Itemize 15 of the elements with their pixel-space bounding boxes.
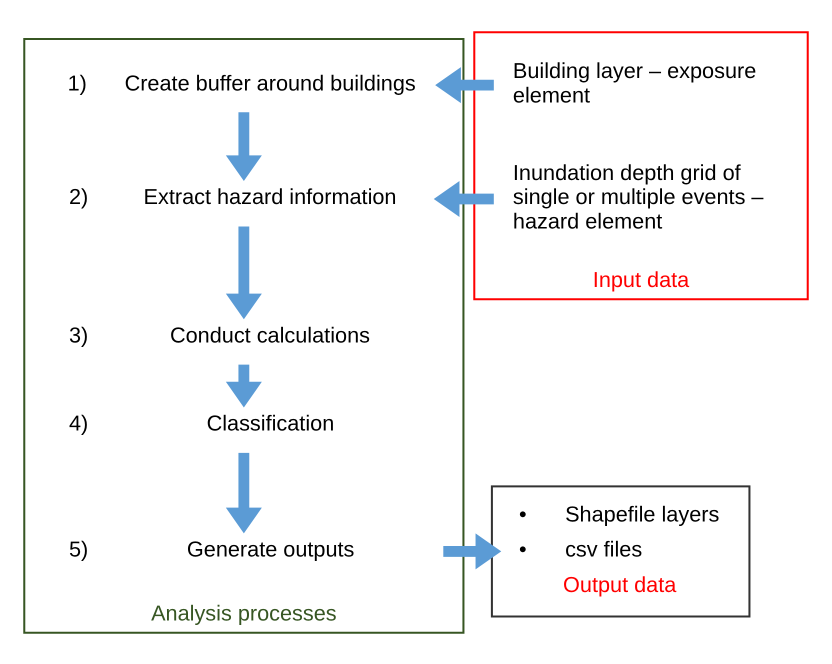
arrow [434,180,494,216]
node-box: • Shapefile layers • csv files Output data [490,484,750,617]
node-text: 4) Classification [69,410,334,435]
node-text: 1) Create buffer around buildings [68,70,416,95]
arrow [443,532,502,569]
node-text: 5) Generate outputs [69,536,354,562]
arrow [226,112,262,181]
node-text: Building layer – exposure element [512,58,756,107]
arrow [226,364,262,408]
node-text: Inundation depth grid of single or multiple events – hazard element [512,159,764,234]
arrow [226,452,262,533]
arrow [226,226,262,319]
arrow [435,66,494,103]
node-text: 2) Extract hazard information [69,184,397,209]
node-text: 3) Conduct calculations [69,322,370,347]
